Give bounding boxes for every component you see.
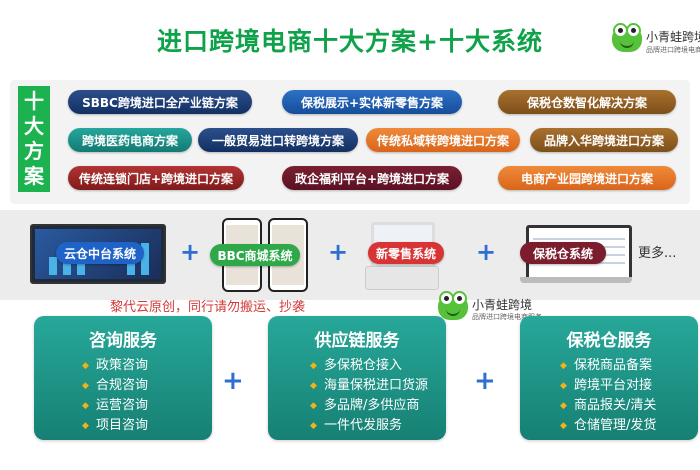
service-card-bonded-warehouse[interactable]: 保税仓服务 保税商品备案 跨境平台对接 商品报关/清关 仓储管理/发货 [520,316,698,440]
service-item: 海量保税进口货源 [310,376,428,396]
plan-pill[interactable]: 保税仓数智化解决方案 [498,90,676,114]
service-title: 供应链服务 [314,331,400,351]
service-item: 跨境平台对接 [560,376,656,396]
service-item: 合规咨询 [82,376,148,396]
plans-label: 十 大 方 案 [18,86,50,192]
service-title: 保税仓服务 [566,331,652,351]
brand-name: 小青蛙跨境 [646,30,700,44]
plus-icon: + [328,238,349,266]
service-item: 一件代发服务 [310,416,428,436]
page-title: 进口跨境电商十大方案+十大系统 [157,27,543,56]
plus-icon: + [474,366,496,396]
service-item: 商品报关/清关 [560,396,656,416]
plan-pill[interactable]: 品牌入华跨境进口方案 [530,128,678,152]
system-pill[interactable]: 新零售系统 [368,242,444,264]
more-link[interactable]: 更多... [638,246,677,261]
frog-logo-icon [612,23,642,52]
service-title: 咨询服务 [89,331,157,351]
plan-pill[interactable]: 一般贸易进口转跨境方案 [198,128,358,152]
service-item: 政策咨询 [82,356,148,376]
brand-name: 小青蛙跨境 [472,298,533,312]
plan-pill[interactable]: 跨境医药电商方案 [68,128,192,152]
plus-icon: + [180,238,201,266]
plan-pill[interactable]: 传统私域转跨境进口方案 [366,128,520,152]
service-item: 运营咨询 [82,396,148,416]
plan-pill[interactable]: 电商产业园跨境进口方案 [498,166,676,190]
brand-tagline: 品牌进口跨境电商服务 [472,313,542,321]
service-item: 仓储管理/发货 [560,416,656,436]
plus-icon: + [476,238,497,266]
frog-logo-icon [438,291,468,320]
watermark-text: 黎代云原创，同行请勿搬运、抄袭 [110,300,306,315]
service-item: 保税商品备案 [560,356,656,376]
system-pill[interactable]: 云仓中台系统 [56,242,144,264]
plan-pill[interactable]: 保税展示+实体新零售方案 [282,90,462,114]
plan-pill[interactable]: 政企福利平台+跨境进口方案 [282,166,462,190]
plan-pill[interactable]: 传统连锁门店+跨境进口方案 [68,166,244,190]
plan-pill[interactable]: SBBC跨境进口全产业链方案 [68,90,252,114]
service-card-consulting[interactable]: 咨询服务 政策咨询 合规咨询 运营咨询 项目咨询 [34,316,212,440]
system-pill[interactable]: BBC商城系统 [210,244,300,266]
service-item: 项目咨询 [82,416,148,436]
plus-icon: + [222,366,244,396]
brand-logo-mid: 小青蛙跨境 品牌进口跨境电商服务 [438,291,548,322]
system-pill[interactable]: 保税仓系统 [520,242,606,264]
brand-tagline: 品牌进口跨境电商服务 [646,46,700,54]
service-item: 多保税仓接入 [310,356,428,376]
brand-logo-top: 小青蛙跨境 品牌进口跨境电商服务 [612,23,700,58]
service-card-supply-chain[interactable]: 供应链服务 多保税仓接入 海量保税进口货源 多品牌/多供应商 一件代发服务 [268,316,446,440]
service-item: 多品牌/多供应商 [310,396,428,416]
